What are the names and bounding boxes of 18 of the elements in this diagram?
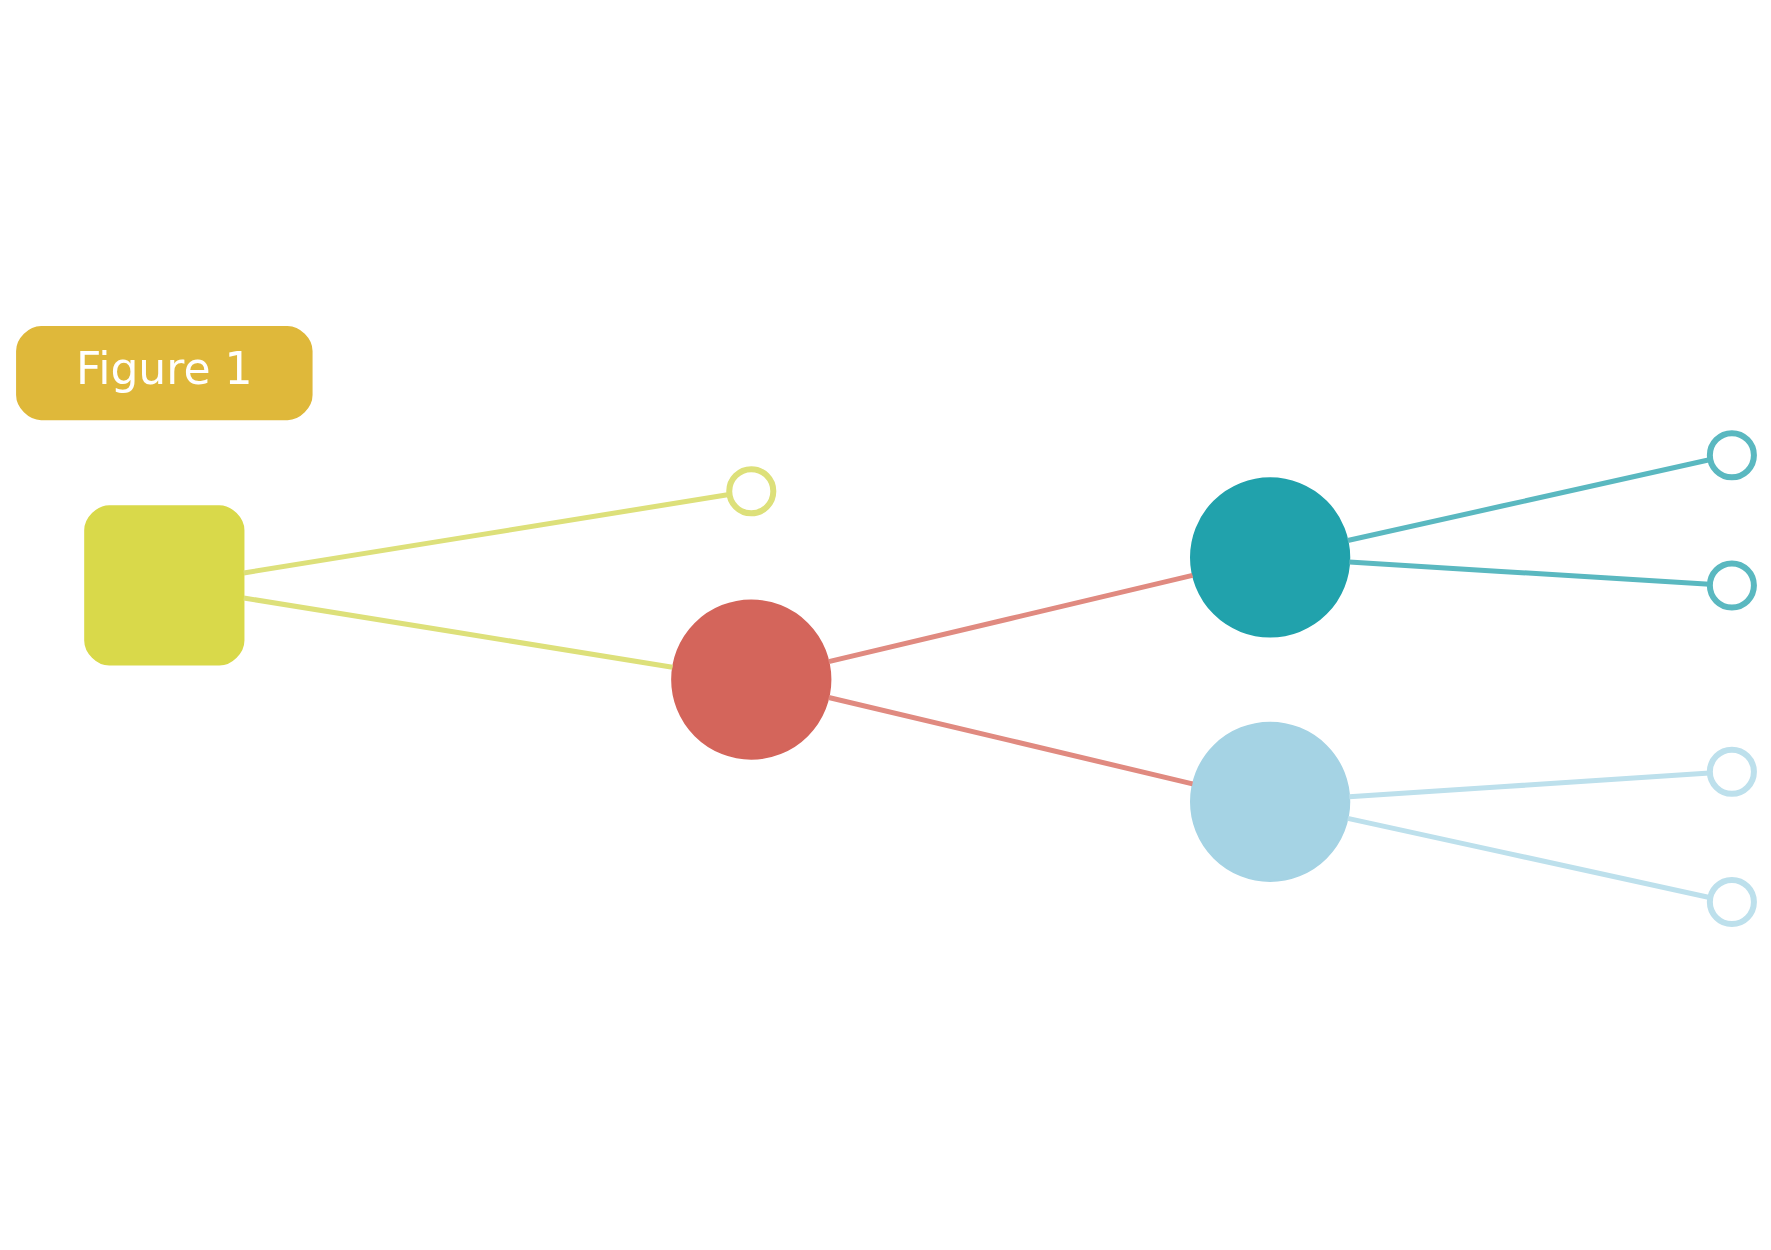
node-box: Figure 1 (16, 325, 313, 420)
node-circle (1706, 429, 1757, 480)
node-circle (1706, 876, 1757, 927)
connector (828, 572, 1194, 664)
connector (1349, 770, 1710, 799)
node-circle (1190, 721, 1351, 882)
connector (1349, 559, 1710, 587)
connector (1347, 456, 1710, 543)
node-circle (1706, 559, 1757, 610)
connector (243, 594, 673, 670)
connector (828, 694, 1194, 786)
node-box (84, 504, 245, 666)
node-circle (726, 465, 777, 516)
node-circle (1190, 476, 1351, 637)
connector (1347, 815, 1710, 900)
node-circle (1706, 746, 1757, 797)
connector (243, 491, 730, 575)
node-circle (671, 598, 832, 760)
